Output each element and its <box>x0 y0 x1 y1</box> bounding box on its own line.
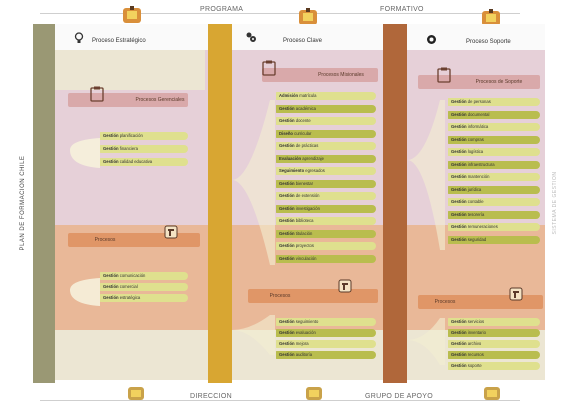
lightbulb-icon <box>74 32 84 43</box>
process-item: Gestión mejora <box>276 340 376 348</box>
process-item: Seguimiento egresados <box>276 167 376 175</box>
process-item: Gestión contable <box>448 198 540 206</box>
ribbon-key-mission <box>262 68 378 82</box>
process-item: Gestión comunicación <box>100 272 188 280</box>
process-item: Gestión inventario <box>448 329 540 337</box>
emblem-top-right-icon <box>482 9 500 26</box>
ribbon-strategic-management <box>68 93 188 107</box>
bottom-banner-line <box>40 400 520 401</box>
ribbon-strategic-management-label: Procesos Gerenciales <box>135 97 185 103</box>
bottom-banner-right-label: GRUPO DE APOYO <box>365 393 433 400</box>
column-title-strategic: Proceso Estratégico <box>92 38 146 44</box>
emblem-bottom-right-icon <box>484 387 500 400</box>
process-item: Evaluación aprendizaje <box>276 154 376 163</box>
column-header-strategic <box>55 24 208 50</box>
award-icon <box>164 225 178 239</box>
process-item: Gestión de extensión <box>276 192 376 200</box>
clipboard-icon <box>262 60 276 76</box>
column-bar-gold <box>208 24 232 383</box>
column-bar-olive <box>33 24 55 383</box>
column-title-key: Proceso Clave <box>283 38 323 44</box>
award-icon <box>338 279 352 293</box>
gear-icon <box>427 35 436 44</box>
process-item: Gestión calidad educativa <box>100 158 188 166</box>
clipboard-icon <box>437 67 451 83</box>
process-item: Gestión investigación <box>276 204 376 213</box>
emblem-top-left-icon <box>123 6 141 23</box>
award-icon <box>509 287 523 301</box>
process-item: Gestión logística <box>448 148 540 156</box>
process-item: Gestión jurídica <box>448 185 540 194</box>
process-item: Gestión proyectos <box>276 242 376 250</box>
ribbon-key-mission-label: Procesos Misionales <box>318 72 364 78</box>
process-item: Gestión recursos <box>448 351 540 359</box>
emblem-bottom-left-icon <box>128 387 144 400</box>
process-item: Admisión matrícula <box>276 92 376 100</box>
process-item: Gestión de prácticas <box>276 142 376 150</box>
process-item: Gestión biblioteca <box>276 217 376 225</box>
bottom-banner-left-label: DIRECCION <box>190 393 232 400</box>
clipboard-icon <box>90 86 104 102</box>
process-item: Gestión mantención <box>448 173 540 181</box>
process-item: Gestión financiera <box>100 145 188 153</box>
top-banner-line <box>40 13 520 14</box>
process-item: Gestión soporte <box>448 362 540 370</box>
emblem-top-center-icon <box>299 8 317 25</box>
process-item: Gestión comercial <box>100 283 188 291</box>
emblem-bottom-center-icon <box>306 387 322 400</box>
column-header-key <box>232 24 383 50</box>
ribbon-key-processes-label: Procesos <box>269 293 291 299</box>
column-bar-rust <box>383 24 407 383</box>
process-item: Gestión infraestructura <box>448 160 540 169</box>
process-item: Gestión seguridad <box>448 235 540 244</box>
process-item: Gestión bienestar <box>276 179 376 188</box>
ribbon-support-processes-label: Procesos <box>434 299 456 305</box>
process-item: Gestión tesorería <box>448 210 540 219</box>
ribbon-support-label: Procesos de Soporte <box>475 79 523 85</box>
process-item: Gestión titulación <box>276 229 376 238</box>
top-banner-right-label: FORMATIVO <box>380 6 424 13</box>
process-item: Gestión planificación <box>100 132 188 140</box>
process-item: Gestión de personas <box>448 98 540 106</box>
process-item: Gestión vinculación <box>276 254 376 263</box>
process-item: Gestión archivo <box>448 340 540 348</box>
process-item: Gestión auditoría <box>276 351 376 359</box>
process-item: Gestión remuneraciones <box>448 223 540 231</box>
top-banner-left-label: PROGRAMA <box>200 6 244 13</box>
process-item: Gestión compras <box>448 135 540 144</box>
column-title-support: Proceso Soporte <box>466 39 511 45</box>
ribbon-support <box>418 75 540 89</box>
band-beige-top <box>55 50 205 90</box>
process-item: Gestión docente <box>276 117 376 125</box>
gears-icon <box>246 32 256 42</box>
process-item: Gestión estratégica <box>100 294 188 302</box>
process-item: Gestión documental <box>448 110 540 119</box>
process-item: Gestión evaluación <box>276 329 376 337</box>
ribbon-strategic-processes-label: Procesos <box>94 237 116 243</box>
process-item: Diseño curricular <box>276 129 376 138</box>
process-item: Gestión servicios <box>448 318 540 326</box>
process-item: Gestión académica <box>276 104 376 113</box>
process-item: Gestión seguimiento <box>276 318 376 326</box>
process-item: Gestión informática <box>448 123 540 131</box>
